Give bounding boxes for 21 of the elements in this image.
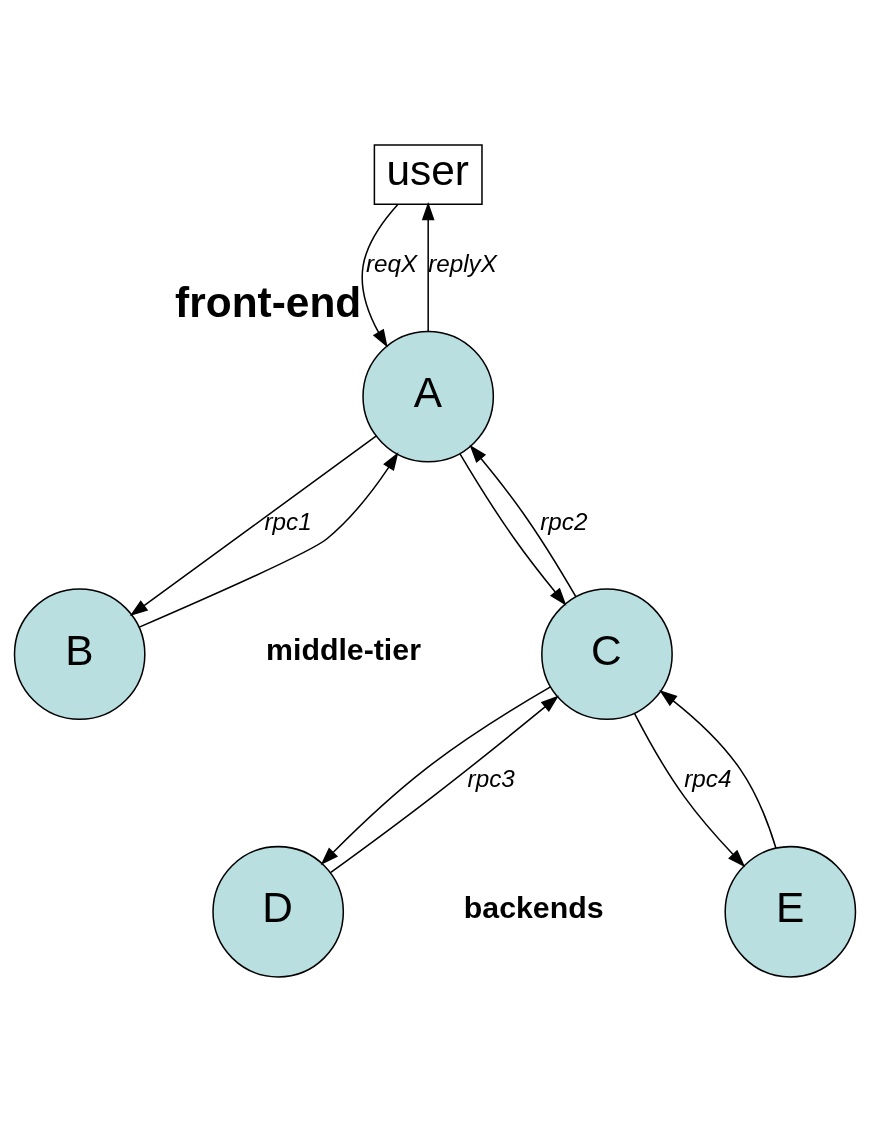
edge-label: rpc4 bbox=[684, 765, 732, 793]
edge-label: rpc2 bbox=[540, 507, 588, 535]
arrow bbox=[129, 435, 377, 617]
arrow bbox=[633, 713, 746, 868]
arrow bbox=[421, 202, 435, 332]
edge-label: reqX bbox=[366, 250, 418, 278]
arrow bbox=[459, 453, 567, 606]
arrow bbox=[330, 695, 559, 874]
arrow bbox=[659, 690, 777, 849]
arrow bbox=[320, 686, 552, 865]
label: backends bbox=[463, 890, 604, 924]
edge-label: rpc1 bbox=[264, 507, 312, 535]
node-label: front-end bbox=[175, 278, 362, 326]
arrow bbox=[138, 452, 399, 628]
node-circle: E bbox=[724, 845, 857, 978]
node-circle: B bbox=[13, 588, 146, 721]
label: middle-tier bbox=[266, 633, 421, 667]
node-box: user bbox=[373, 144, 483, 205]
arrow bbox=[469, 444, 577, 598]
edge-label: rpc3 bbox=[467, 765, 515, 793]
arrow bbox=[361, 203, 399, 348]
